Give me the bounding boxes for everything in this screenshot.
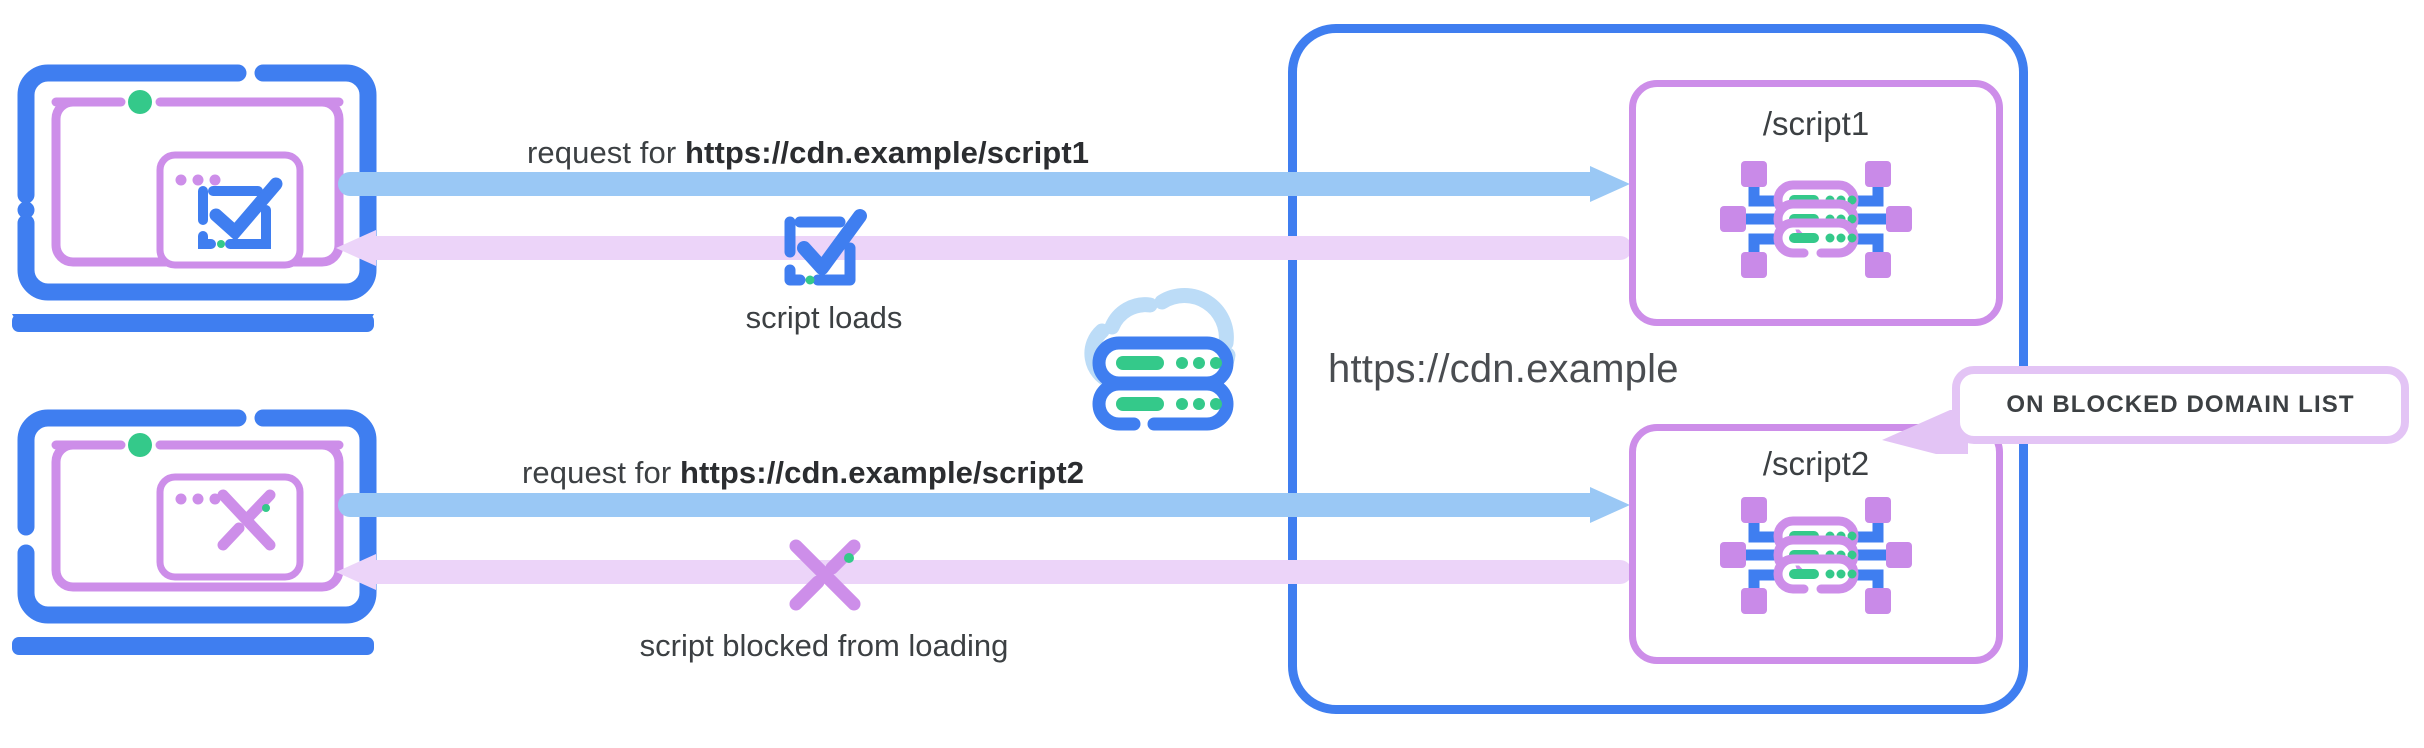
script2-card: /script2 — [1629, 424, 2003, 664]
laptop-base-allowed — [8, 310, 378, 336]
callout-tail-icon — [1880, 404, 1976, 462]
caption-script-blocked: script blocked from loading — [639, 628, 1009, 663]
status-dot-icon — [128, 90, 152, 114]
client-laptop-allowed — [8, 60, 378, 330]
script2-label: /script2 — [1762, 445, 1870, 482]
client-laptop-blocked — [8, 405, 378, 645]
script-loads-check-icon — [778, 208, 870, 296]
request-label-blocked: request for https://cdn.example/script2 — [522, 455, 1084, 491]
cdn-domain-label: https://cdn.example — [1328, 347, 1679, 391]
server-network-icon-script1 — [1636, 157, 1996, 282]
cloud-server-icon — [1064, 285, 1254, 431]
response-arrow-allowed — [320, 228, 1640, 268]
request-label-url-2: https://cdn.example/script2 — [680, 455, 1085, 490]
request-label-url: https://cdn.example/script1 — [685, 135, 1090, 170]
script1-card: /script1 — [1629, 80, 2003, 326]
request-arrow-blocked — [338, 485, 1638, 525]
blocked-domain-callout-text: ON BLOCKED DOMAIN LIST — [2006, 391, 2355, 418]
server-network-icon-script2 — [1636, 493, 1996, 618]
laptop-base-blocked — [8, 633, 378, 659]
request-label-allowed: request for https://cdn.example/script1 — [527, 135, 1089, 171]
response-arrow-blocked — [320, 552, 1640, 592]
blocked-domain-callout: ON BLOCKED DOMAIN LIST — [1952, 366, 2409, 444]
status-dot-icon — [128, 433, 152, 457]
script1-label: /script1 — [1762, 105, 1870, 142]
request-arrow-allowed — [338, 164, 1638, 204]
script-blocked-x-icon — [782, 532, 868, 618]
request-label-prefix-2: request for — [522, 455, 681, 490]
request-label-prefix: request for — [527, 135, 686, 170]
caption-script-loads: script loads — [745, 300, 903, 335]
